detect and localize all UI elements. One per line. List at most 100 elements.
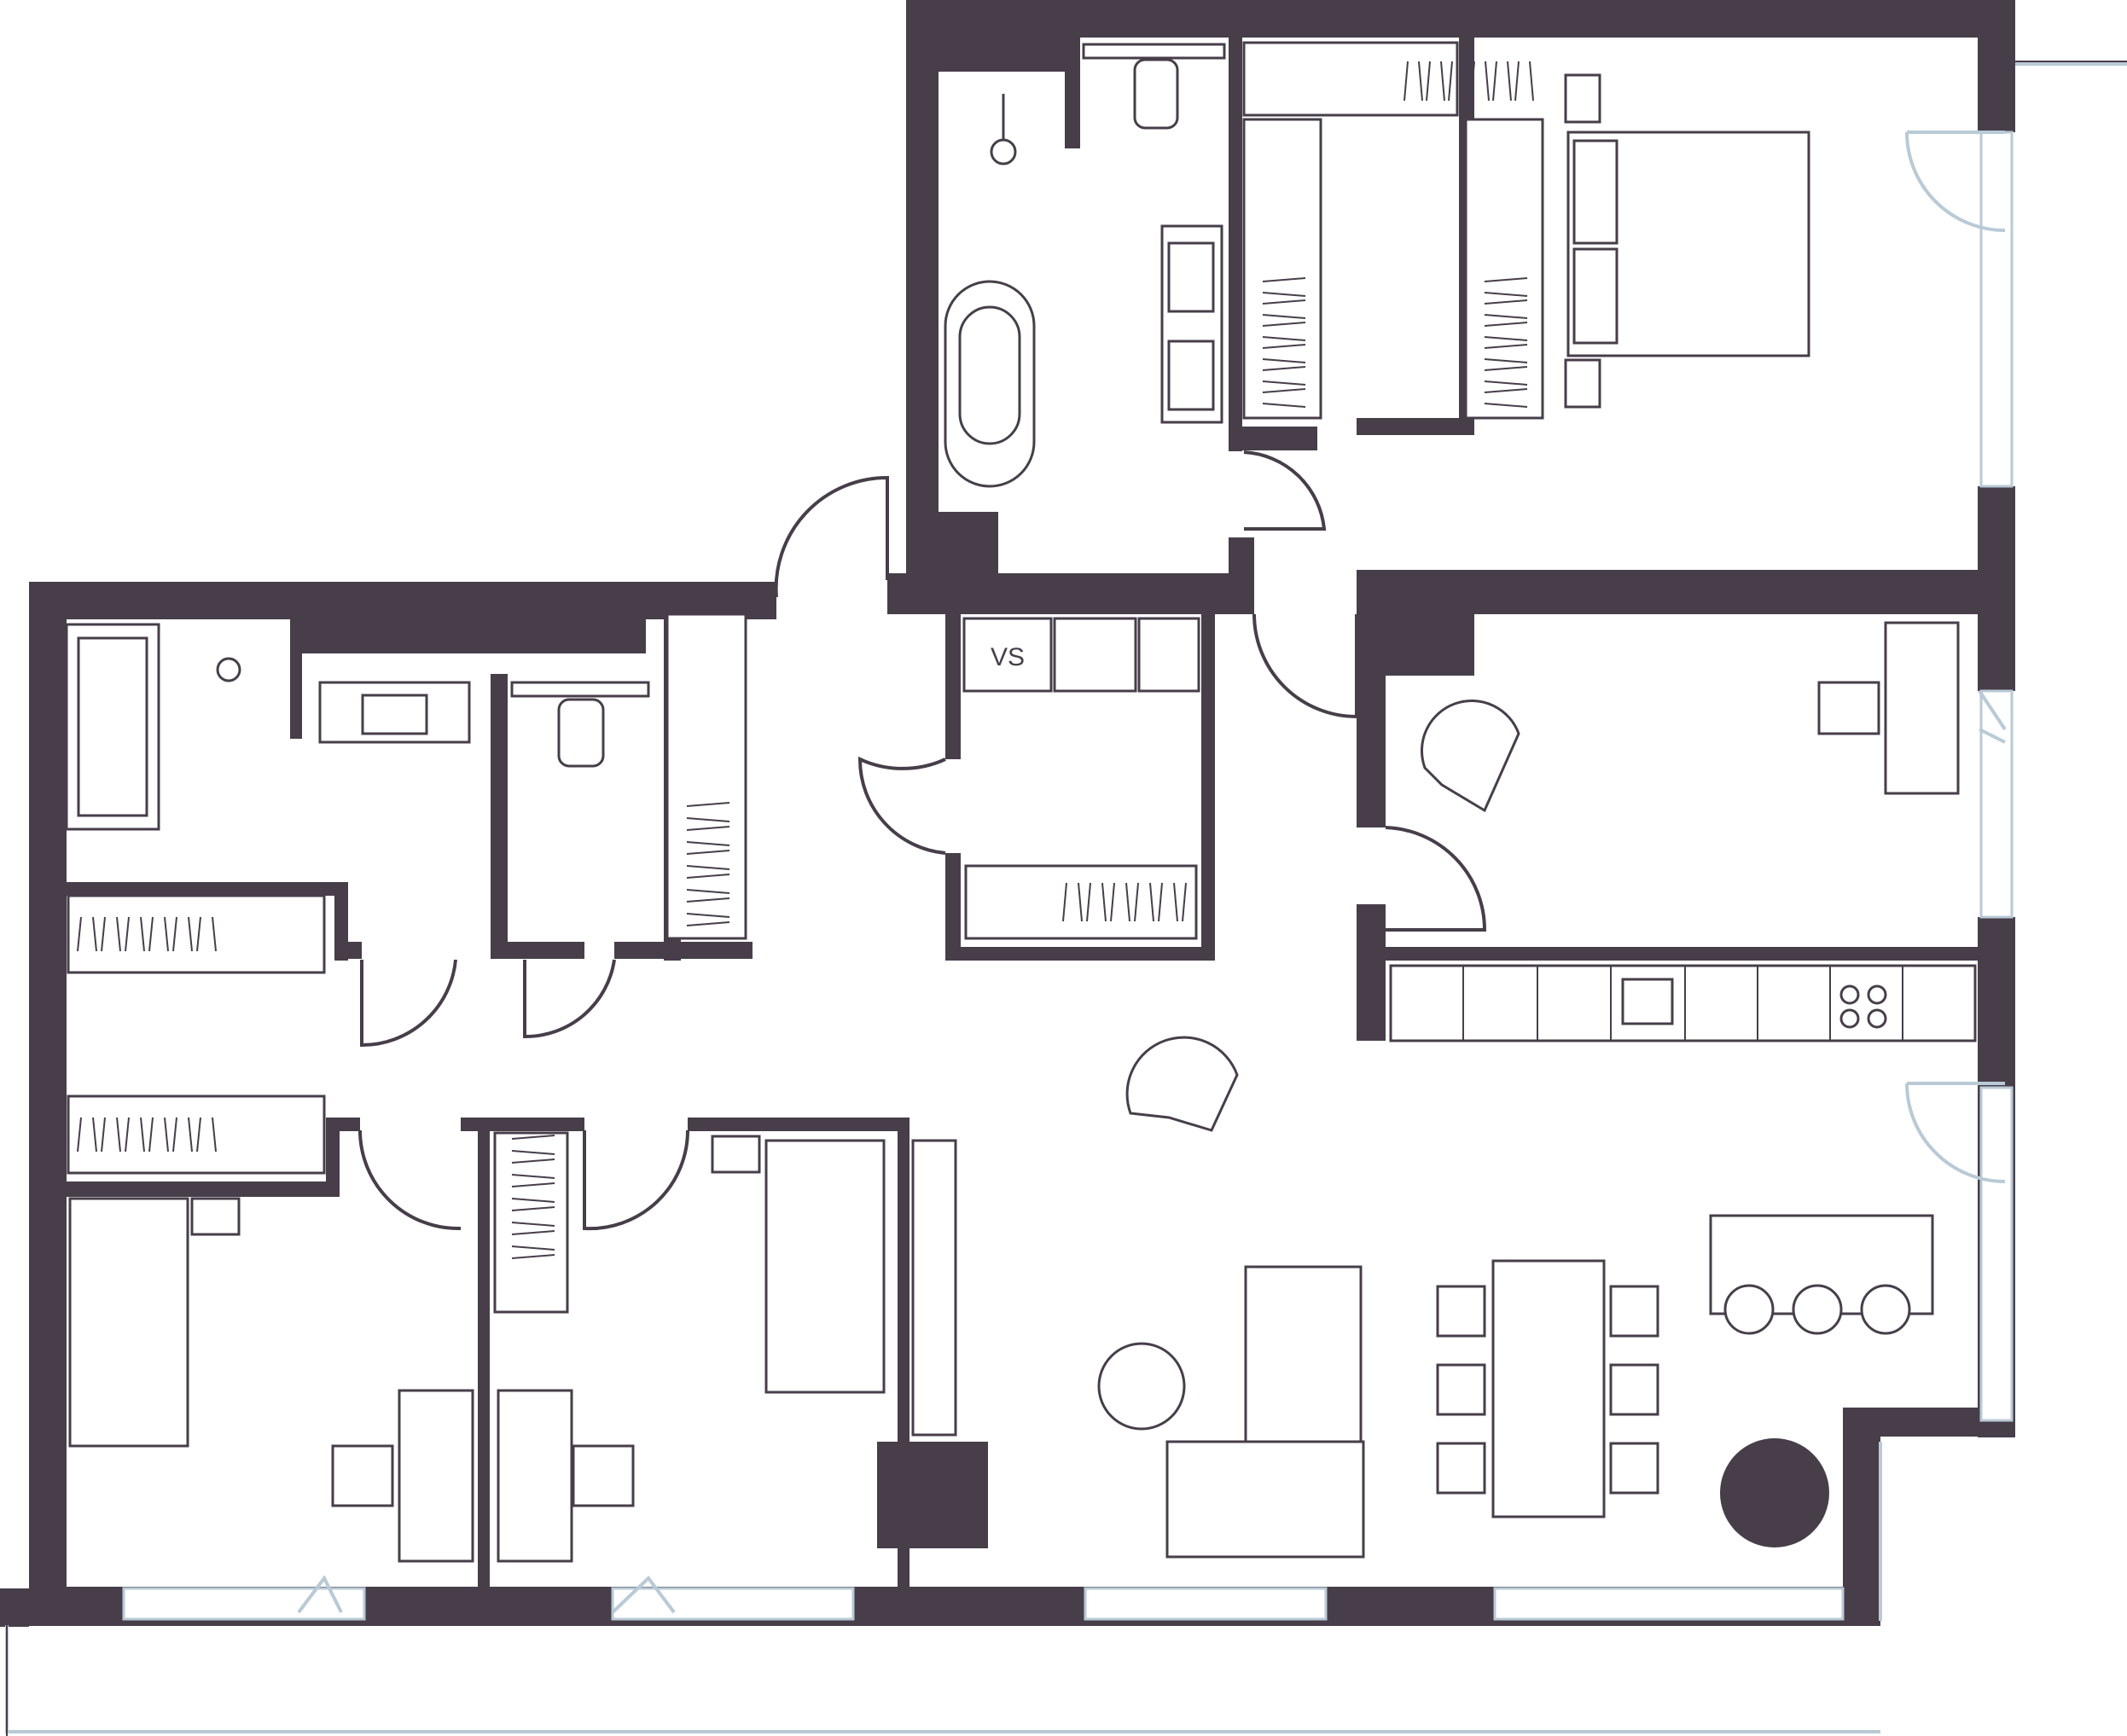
hanger-mark [172,916,177,952]
hanger-mark [1403,61,1409,102]
washer-label: VS [991,643,1025,671]
hanger-mark [1262,366,1306,371]
hanger-mark [148,916,154,952]
doors [297,131,2007,1614]
hanger-mark [1182,882,1187,922]
hanger-mark [1529,61,1534,102]
hanger-mark [1134,882,1139,922]
hanger-mark [1262,299,1306,305]
hanger-mark [1484,380,1528,386]
windows [5,61,2127,1736]
hanger-mark [188,916,193,952]
hanger-mark [92,1117,97,1152]
hanger-mark [511,1254,555,1259]
hanger-mark [686,826,730,831]
hanger-mark [511,1174,555,1179]
hanger-mark [1507,61,1512,102]
hanger-mark [1440,61,1445,102]
hanger-mark [1262,277,1306,282]
master-bathroom [944,43,1226,488]
hanger-mark [1418,61,1423,102]
hanger-mark [1484,403,1528,408]
hanger-mark [1514,61,1520,102]
hanger-mark [1262,358,1306,363]
hanger-mark [196,1117,201,1152]
hanger-mark [1484,277,1528,282]
bedroom-3 [497,1135,957,1563]
hanger-mark [1462,61,1467,102]
hanger-mark [1262,388,1306,393]
hanger-mark [164,916,169,952]
hanger-mark [92,916,97,952]
hanger-mark [1492,61,1497,102]
hanger-mark [686,897,730,903]
left-bathroom [65,613,747,940]
hanger-mark [1110,882,1115,922]
hanger-mark [1484,344,1528,349]
hanger-mark [686,874,730,879]
hanger-mark [1086,882,1091,922]
hanger-mark [140,1117,145,1152]
hanger-mark [148,1117,154,1152]
hanger-mark [1262,336,1306,341]
hanger-mark [686,913,730,918]
hanger-mark [1262,403,1306,408]
hanger-mark [1484,292,1528,297]
hanger-mark [511,1182,555,1187]
hanger-mark [1448,61,1453,102]
hanger-mark [511,1158,555,1164]
hanger-mark [101,1117,106,1152]
hanger-mark [686,850,730,855]
hanger-mark [212,1117,217,1152]
hanger-mark [1078,882,1083,922]
hanger-mark [1262,380,1306,386]
hanger-mark [116,1117,121,1152]
hanger-mark [164,1117,169,1152]
hanger-mark [1262,322,1306,327]
hanger-mark [1484,358,1528,363]
hanger-mark [1484,388,1528,393]
utility-room: VS [962,617,1200,940]
hanger-mark [140,916,145,952]
hanger-mark [686,802,730,807]
hanger-mark [212,916,217,952]
hanger-mark [1485,61,1490,102]
hanger-mark [511,1245,555,1251]
hanger-mark [172,1117,177,1152]
interior-walls [67,38,2015,1588]
hanger-mark [511,1230,555,1235]
hanger-mark [1262,314,1306,319]
hanger-mark [1484,299,1528,305]
hanger-mark [686,921,730,926]
hanger-mark [686,865,730,870]
master-bedroom [1564,73,1810,409]
hanger-mark [511,1222,555,1227]
hanger-mark [1101,882,1107,922]
hanger-mark [196,916,201,952]
hanger-mark [77,916,82,952]
hanger-mark [116,916,121,952]
hanger-mark [188,1117,193,1152]
bedroom-2 [68,1197,474,1563]
hanger-mark [101,916,106,952]
living-dining [1097,1036,1829,1559]
hanger-mark [1484,366,1528,371]
hall-wardrobes [67,894,569,1314]
hanger-mark [511,1198,555,1203]
hanger-mark [511,1135,555,1140]
hanger-mark [686,889,730,894]
hanger-mark [1470,61,1475,102]
hanger-mark [125,1117,130,1152]
hanger-mark [1173,882,1178,922]
hanger-mark [125,916,130,952]
hanger-mark [77,1117,82,1152]
hanger-mark [1484,336,1528,341]
walk-in-wardrobe [1242,41,1544,420]
hanger-mark [1262,344,1306,349]
hanger-mark [511,1206,555,1211]
hanger-mark [1125,882,1130,922]
hanger-mark [1484,314,1528,319]
hanger-mark [1158,882,1163,922]
kitchen [1389,964,1977,1335]
